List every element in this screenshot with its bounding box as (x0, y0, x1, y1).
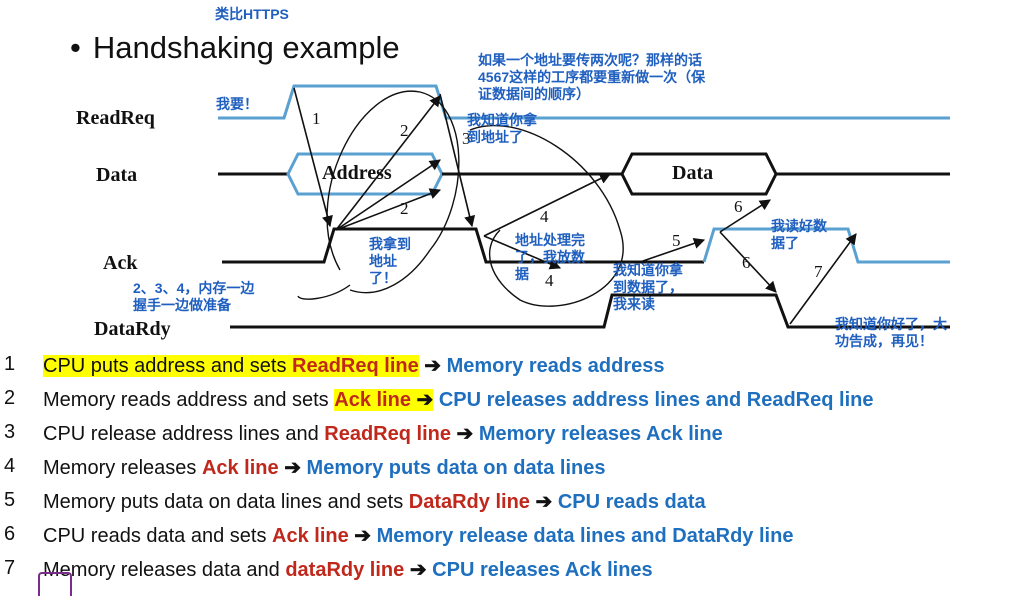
step-number: 2 (4, 387, 16, 409)
causality-arrows (293, 87, 857, 325)
arrow-number: 4 (545, 271, 554, 290)
data-waveform (218, 152, 950, 196)
datardy-waveform (230, 293, 950, 329)
step-number: 4 (4, 455, 16, 477)
arrow-number: 1 (312, 109, 321, 128)
ack-waveform (222, 227, 950, 264)
arrow-number: 3 (462, 129, 471, 148)
slide-title: Handshaking example (92, 30, 400, 65)
annotation-i-want: 我要！ (216, 96, 258, 112)
signal-label-datardy: DataRdy (94, 318, 171, 340)
bus-label-data: Data (672, 162, 714, 184)
step-signal: DataRdy line (408, 491, 530, 513)
step-signal: ReadReq line (324, 423, 451, 445)
timing-diagram: 1 2 3 2 4 4 5 6 6 7 (218, 84, 950, 329)
step-signal: ReadReq line (292, 355, 419, 377)
step-number: 3 (4, 421, 16, 443)
step-result: Memory reads address (446, 355, 665, 377)
arrow-icon: ➔ (284, 457, 301, 479)
step-signal: dataRdy line (285, 559, 405, 581)
signal-label-ack: Ack (103, 252, 138, 274)
step-action: CPU puts address and sets (43, 355, 293, 377)
annotation-got-address: 我拿到 地址 了！ (369, 236, 411, 286)
step-signal: Ack line (334, 389, 411, 411)
step-text: CPU release address lines and ReadReq li… (43, 421, 723, 446)
arrow-number: 2 (400, 121, 409, 140)
signal-label-readreq: ReadReq (76, 107, 155, 129)
step-result: CPU reads data (557, 491, 706, 513)
annotation-memory-prepare: 2、3、4，内存一边 握手一边做准备 (133, 280, 255, 313)
step-number: 7 (4, 557, 16, 579)
step-action: CPU release address lines and (43, 423, 325, 445)
arrow-icon: ➔ (456, 423, 474, 445)
arrow-icon: ➔ (535, 491, 553, 513)
step-text: CPU puts address and sets ReadReq line ➔… (43, 353, 665, 378)
annotation-know-address: 我知道你拿 到地址了 (467, 112, 537, 145)
signal-label-data: Data (96, 164, 138, 186)
bus-label-address: Address (322, 162, 392, 184)
step-result: Memory puts data on data lines (306, 457, 606, 479)
hand-drawn-loops (297, 90, 624, 307)
step-text: Memory reads address and sets Ack line ➔… (43, 387, 873, 412)
step-action: Memory releases data and (43, 559, 286, 581)
step-number: 6 (4, 523, 16, 545)
step-text: CPU reads data and sets Ack line ➔ Memor… (43, 523, 793, 548)
annotation-repeat-question: 如果一个地址要传两次呢？那样的话 4567这样的工序都要重新做一次（保 证数据间… (478, 52, 706, 102)
annotation-read-data: 我读好数 据了 (771, 218, 827, 251)
readreq-waveform (218, 84, 950, 120)
arrow-icon: ➔ (416, 389, 434, 411)
arrow-number: 2 (400, 199, 409, 218)
step-action: Memory releases (43, 457, 202, 479)
step-signal: Ack line (201, 457, 279, 479)
step-number: 5 (4, 489, 16, 511)
step-number: 1 (4, 353, 16, 375)
step-result: Memory release data lines and DataRdy li… (376, 525, 794, 547)
step-signal: Ack line (272, 525, 349, 547)
slide-title-row: • Handshaking example (70, 30, 400, 66)
arrow-icon: ➔ (424, 355, 442, 377)
step-result: CPU releases Ack lines (432, 559, 653, 581)
step-action: Memory reads address and sets (43, 389, 335, 411)
annotation-address-done: 地址处理完 了，我放数 据 (515, 232, 585, 282)
university-logo-icon (38, 572, 72, 596)
annotation-goodbye: 我知道你好了，大 功告成，再见！ (835, 316, 947, 349)
step-action: CPU reads data and sets (43, 525, 273, 547)
title-bullet: • (70, 30, 81, 65)
step-text: Memory puts data on data lines and sets … (43, 489, 706, 514)
step-result: Memory releases Ack line (478, 423, 723, 445)
arrow-number: 6 (742, 253, 751, 272)
step-action: Memory puts data on data lines and sets (43, 491, 409, 513)
arrow-number: 4 (540, 207, 549, 226)
step-text: Memory releases Ack line ➔ Memory puts d… (43, 455, 605, 480)
arrow-number: 6 (734, 197, 743, 216)
arrow-icon: ➔ (409, 559, 427, 581)
top-note: 类比HTTPS (215, 6, 289, 22)
annotation-know-data: 我知道你拿 到数据了， 我来读 (613, 262, 683, 312)
arrow-number: 7 (814, 262, 823, 281)
arrow-icon: ➔ (354, 525, 372, 547)
arrow-number: 5 (672, 231, 681, 250)
step-result: CPU releases address lines and ReadReq l… (438, 389, 874, 411)
step-text: Memory releases data and dataRdy line ➔ … (43, 557, 653, 582)
